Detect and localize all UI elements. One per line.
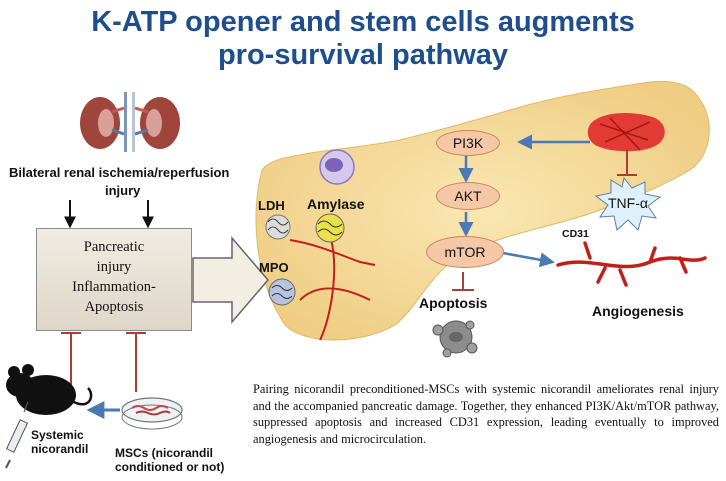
mscs-line-2: conditioned or not) <box>115 460 225 474</box>
systemic-line-1: Systemic <box>31 428 84 442</box>
kidneys-icon <box>80 92 180 152</box>
title-line-1: K-ATP opener and stem cells augments <box>91 6 635 38</box>
apoptosis-label: Apoptosis <box>419 295 488 311</box>
mouse-icon <box>6 364 93 415</box>
pi3k-node: PI3K <box>436 130 500 156</box>
cell-icon <box>319 149 355 185</box>
mpo-icon <box>268 278 296 306</box>
mtor-node: mTOR <box>426 236 504 268</box>
pancreatic-injury-box: Pancreatic injury Inflammation- Apoptosi… <box>36 228 192 331</box>
box-line-4: Apoptosis <box>84 299 144 315</box>
apoptotic-cell-icon <box>432 320 478 358</box>
amylase-label: Amylase <box>307 196 365 212</box>
title-line-2: pro-survival pathway <box>217 39 509 71</box>
box-line-2: injury <box>96 259 132 275</box>
box-line-3: Inflammation- <box>72 279 156 295</box>
ldh-label: LDH <box>258 198 285 213</box>
pancreas-organ <box>255 80 710 341</box>
summary-text: Pairing nicorandil preconditioned-MSCs w… <box>253 382 719 446</box>
angiogenesis-vessel <box>556 241 707 287</box>
cd31-label: CD31 <box>562 228 589 240</box>
tissue-icon <box>587 113 665 152</box>
mscs-line-1: MSCs (nicorandil <box>115 446 214 460</box>
systemic-label: Systemic nicorandil <box>31 428 88 456</box>
ischemia-label-1: Bilateral renal ischemia/reperfusion <box>9 165 230 180</box>
mscs-label: MSCs (nicorandil conditioned or not) <box>115 446 224 474</box>
amylase-icon <box>315 213 345 243</box>
tnf-burst <box>594 176 662 231</box>
angiogenesis-label: Angiogenesis <box>592 303 684 319</box>
systemic-line-2: nicorandil <box>31 442 89 456</box>
box-line-1: Pancreatic <box>83 239 145 255</box>
petri-dish-icon <box>121 397 183 430</box>
ldh-icon <box>265 214 291 240</box>
mpo-label: MPO <box>259 260 289 275</box>
syringe-icon <box>5 401 29 469</box>
ischemia-label-2: injury <box>105 183 141 198</box>
tnf-label: TNF-α <box>608 195 648 211</box>
akt-node: AKT <box>436 182 500 210</box>
big-arrow <box>192 235 269 325</box>
